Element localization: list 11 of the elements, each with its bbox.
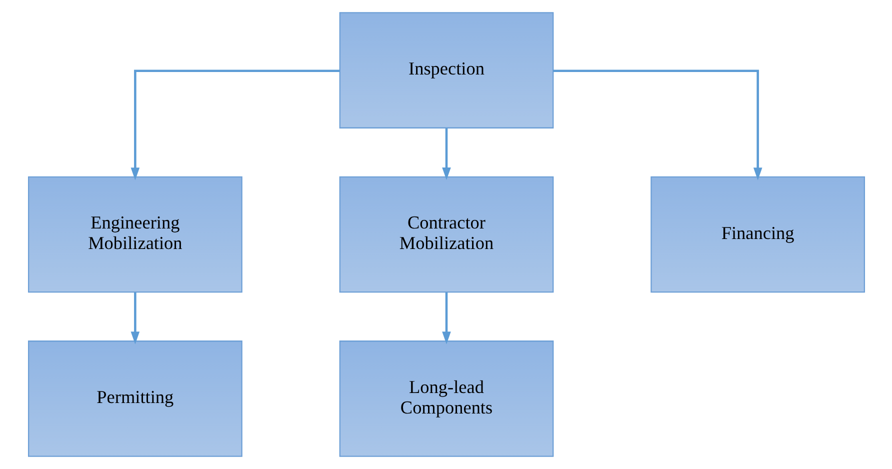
arrow (442, 292, 450, 344)
arrow (130, 70, 340, 180)
node-box: Financing (650, 176, 865, 293)
arrow (552, 70, 762, 180)
node-box: Long-lead Components (338, 340, 554, 457)
arrow (442, 128, 450, 180)
node-box: Inspection (338, 12, 554, 128)
node-box: Contractor Mobilization (338, 176, 554, 293)
node-box: Permitting (28, 340, 242, 457)
arrow (130, 292, 140, 344)
node-box: Engineering Mobilization (28, 176, 242, 293)
